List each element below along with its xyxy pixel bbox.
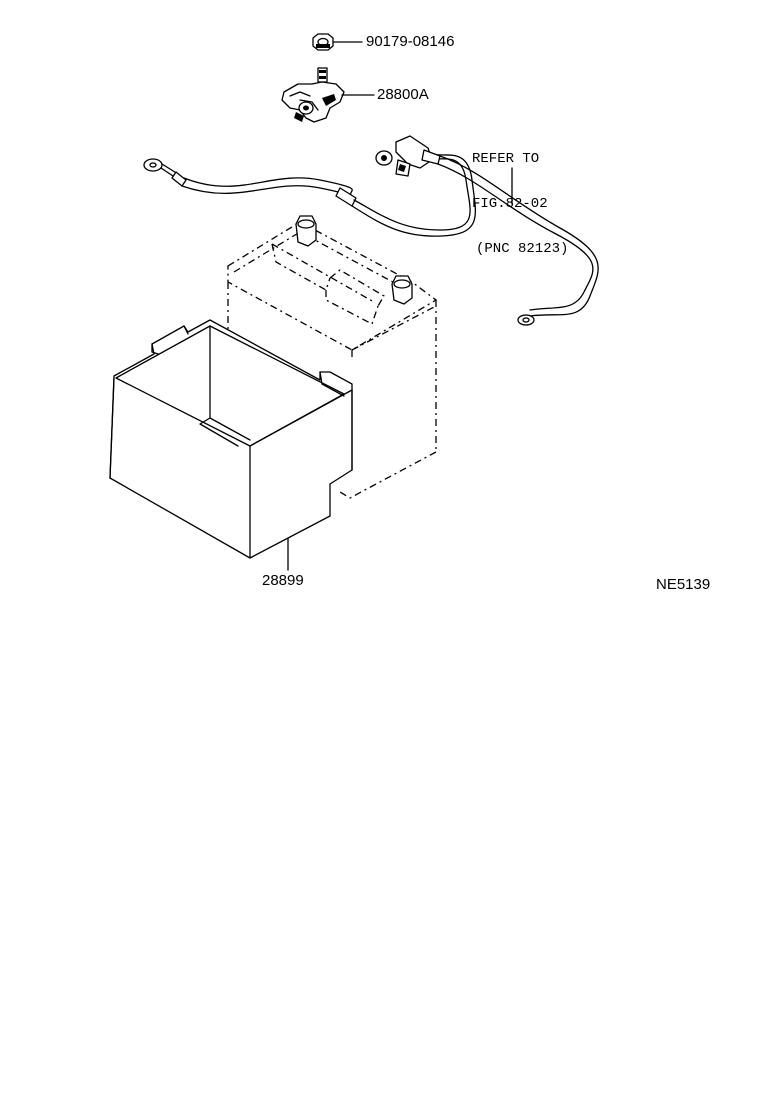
battery-post-right-icon (392, 276, 412, 304)
battery-tray (110, 320, 352, 558)
part-number-nut: 90179-08146 (366, 33, 455, 50)
reference-note: REFER TO FIG.82-02 (PNC 82123) (472, 122, 568, 287)
figure-id: NE5139 (656, 576, 711, 593)
reference-note-line3: (PNC 82123) (476, 241, 569, 257)
part-number-terminal: 28800A (377, 86, 429, 103)
negative-cable (144, 154, 475, 236)
part-number-tray: 28899 (262, 572, 304, 589)
battery-post-left-icon (296, 216, 316, 246)
battery-phantom (228, 222, 436, 498)
positive-cable (438, 156, 598, 325)
positive-cable-clamp-icon (376, 136, 440, 176)
reference-note-line1: REFER TO (472, 151, 540, 167)
battery-terminal-icon (282, 68, 344, 122)
nut-icon (313, 34, 333, 50)
reference-note-line2: FIG.82-02 (472, 196, 548, 212)
